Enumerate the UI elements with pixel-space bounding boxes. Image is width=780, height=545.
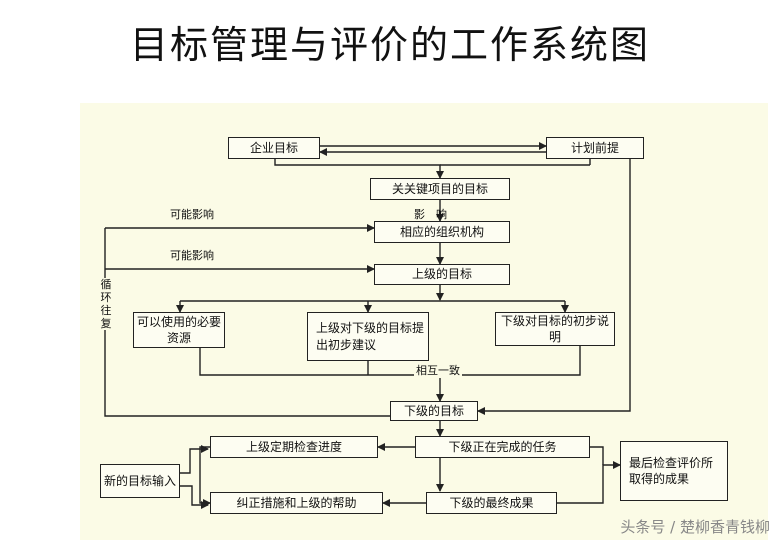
arrow-newgoal-to-check	[180, 445, 209, 474]
box-org-structure: 相应的组织机构	[374, 221, 510, 243]
line-tasks-to-review	[590, 446, 604, 465]
arrow-results-to-review	[557, 461, 621, 504]
box-enterprise-goal: 企业目标	[228, 137, 320, 159]
box-key-project-goal: 关关键项目的目标	[370, 178, 510, 200]
box-subordinate-goal: 下级的目标	[390, 401, 478, 421]
arrow-enterprise-to-key	[274, 159, 444, 179]
box-final-review: 最后检查评价所取得的成果	[620, 441, 728, 501]
arrow-plan-to-subgoal	[477, 159, 631, 415]
page-title: 目标管理与评价的工作系统图	[129, 23, 650, 67]
label-influence: 影 响	[414, 208, 447, 221]
box-correction-help: 纠正措施和上级的帮助	[210, 492, 383, 514]
watermark: 头条号 / 楚柳香青钱柳	[620, 518, 770, 536]
box-new-goal-input: 新的目标输入	[100, 464, 180, 498]
box-resources: 可以使用的必要资源	[133, 312, 225, 348]
box-superior-proposal: 上级对下级的目标提出初步建议	[307, 312, 429, 361]
box-tasks-in-progress: 下级正在完成的任务	[415, 436, 590, 458]
label-may-influence-2: 可能影响	[170, 249, 214, 262]
box-superior-goal: 上级的目标	[374, 264, 510, 285]
label-may-influence-1: 可能影响	[170, 208, 214, 221]
box-periodic-check: 上级定期检查进度	[210, 436, 378, 458]
box-final-results: 下级的最终成果	[426, 492, 557, 514]
box-subordinate-draft: 下级对目标的初步说明	[495, 312, 615, 346]
box-plan-premise: 计划前提	[546, 137, 644, 159]
label-cycle: 循环往复	[99, 278, 113, 330]
label-mutual-agreement: 相互一致	[414, 362, 462, 378]
arrow-newgoal-to-correction	[180, 485, 209, 509]
line-merge	[199, 346, 581, 376]
